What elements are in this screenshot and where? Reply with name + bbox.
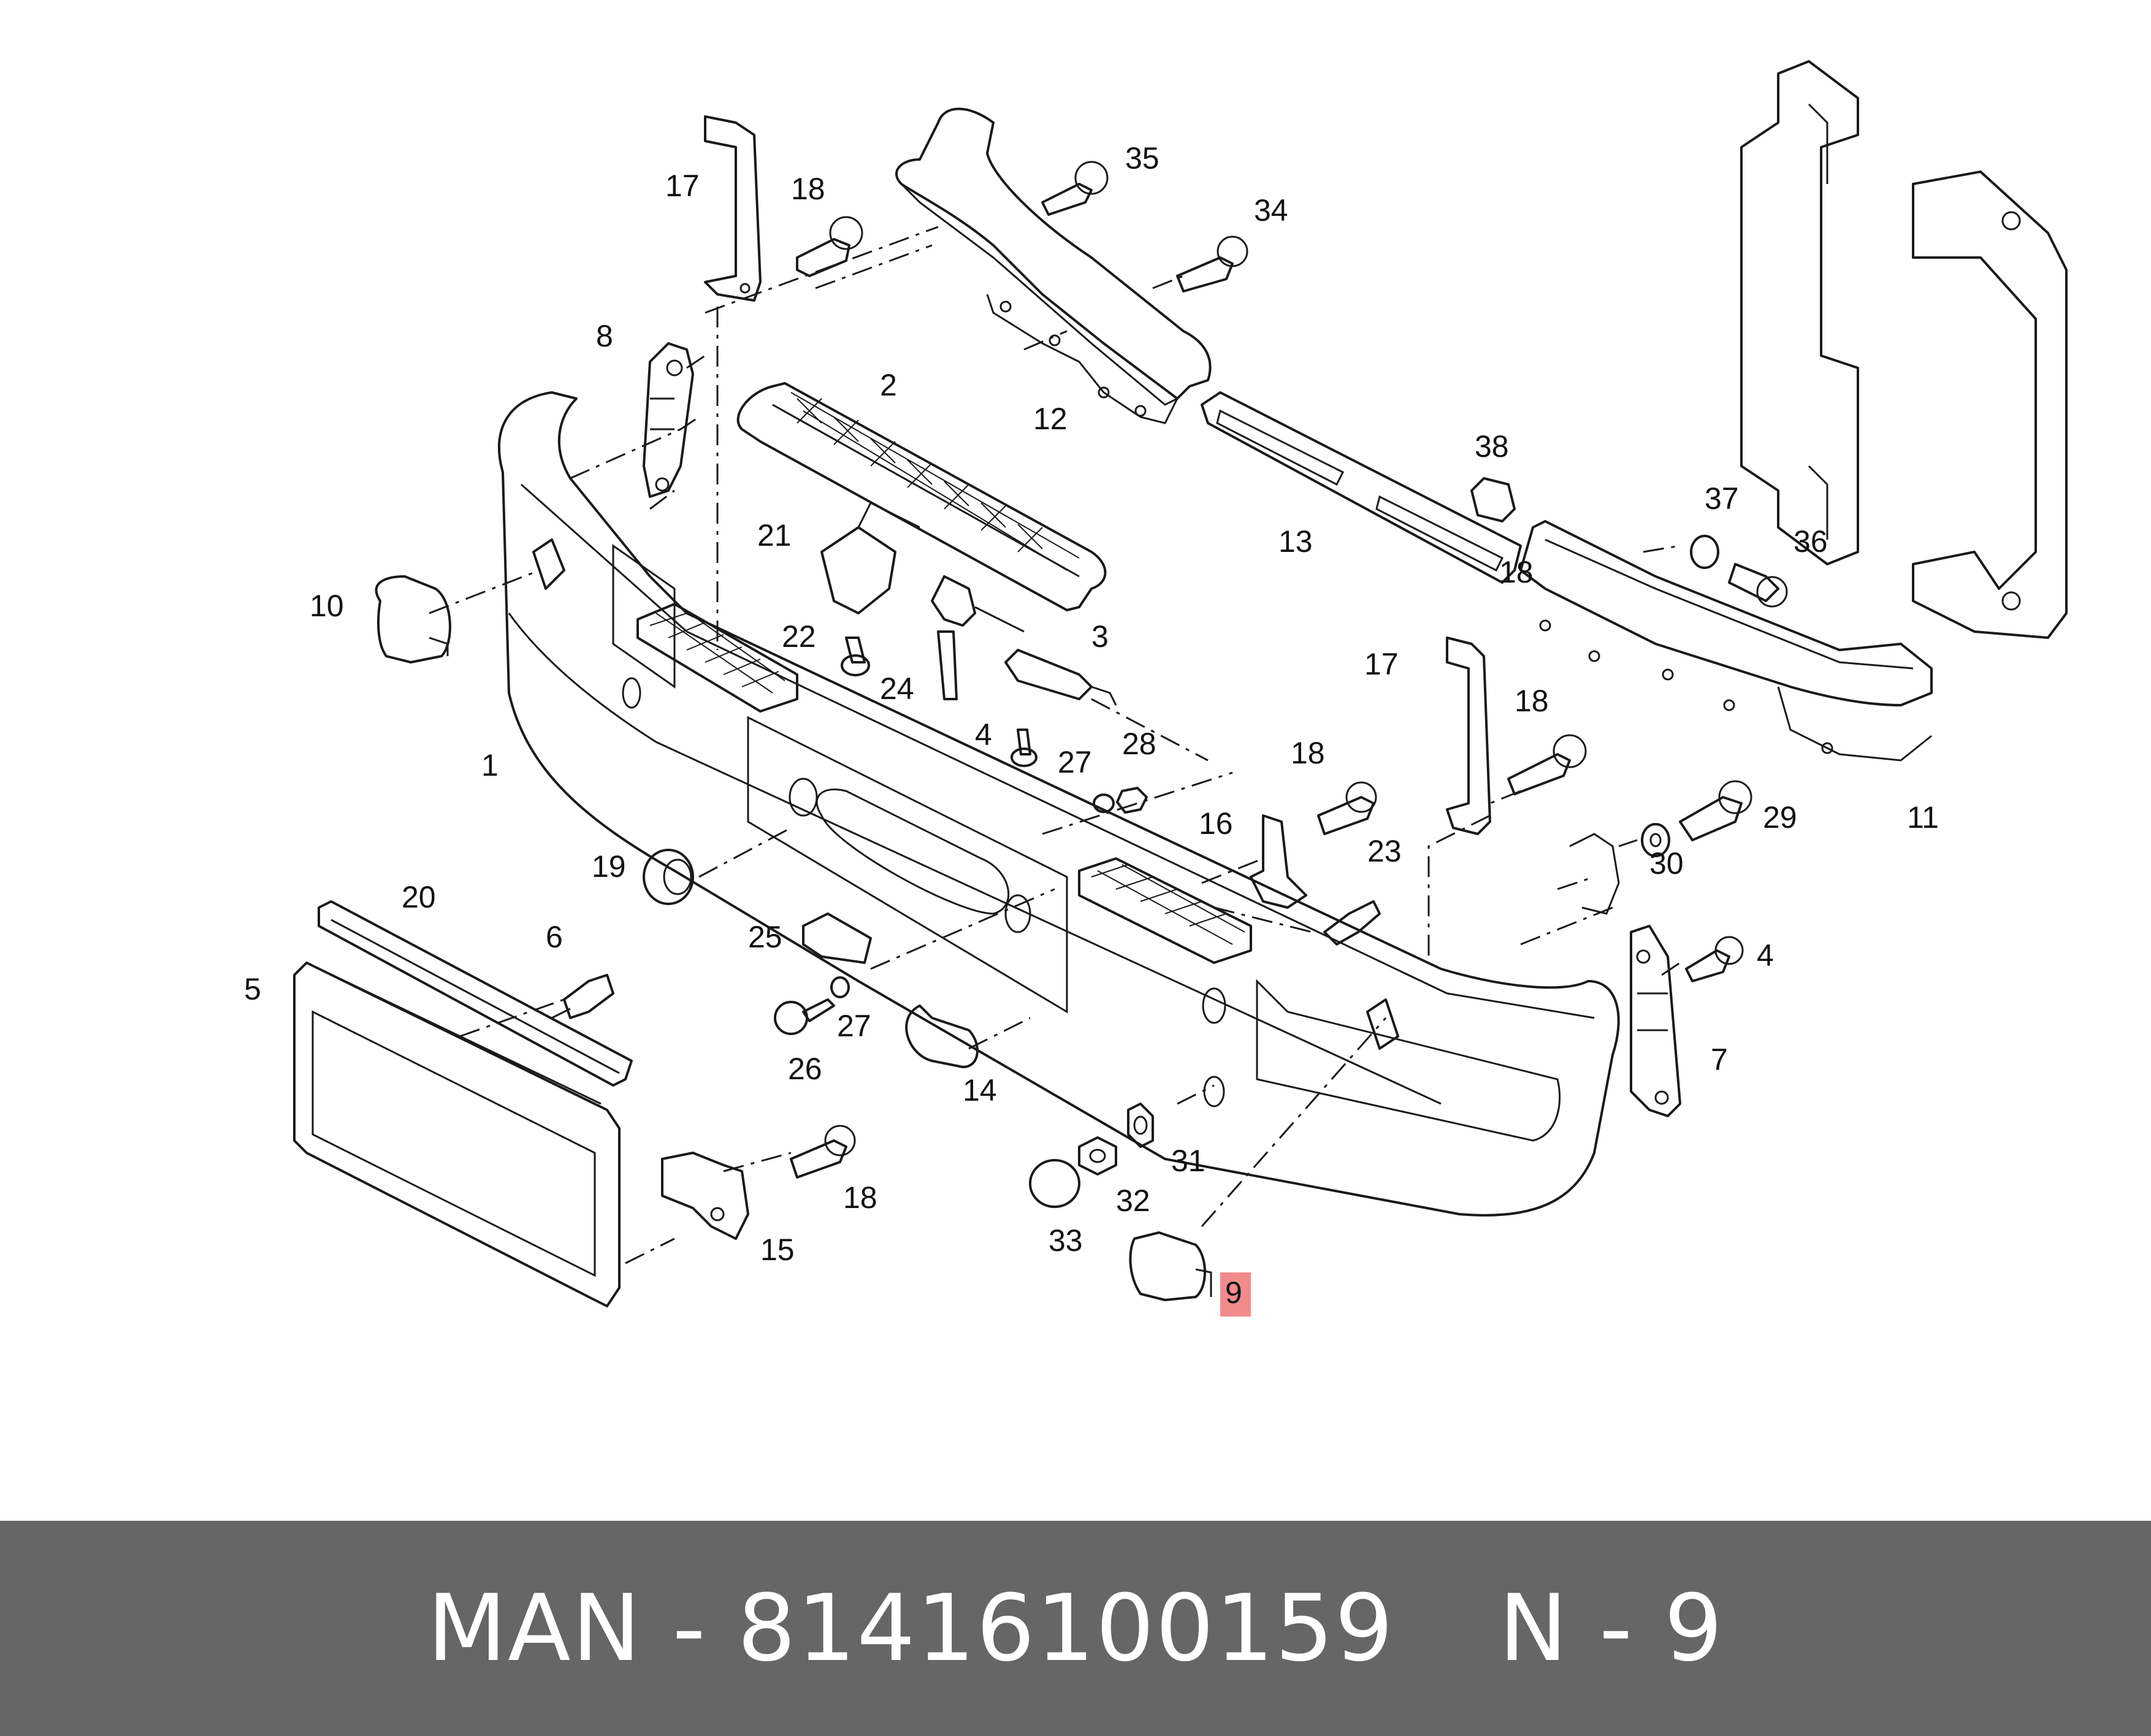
callout-label: 13 — [1278, 524, 1313, 559]
callout-label: 20 — [402, 880, 436, 914]
callout-label: 37 — [1705, 481, 1739, 516]
exploded-parts-diagram: 1 2 3 4 4 5 6 7 8 9 10 11 12 13 14 15 16… — [244, 60, 2068, 1317]
bracket-36 — [1740, 60, 2068, 639]
upper-trim-left — [895, 107, 1212, 424]
strip-20 — [318, 900, 633, 1087]
callout-label: 18 — [1515, 684, 1549, 718]
diagram-reference: N - 9 — [1499, 1575, 1724, 1682]
highlight-box — [1220, 1272, 1251, 1317]
bumper-body — [497, 391, 1620, 1217]
bracket-8 — [643, 342, 694, 498]
upper-trim-right — [1519, 520, 1933, 762]
callout-label: 18 — [791, 172, 825, 206]
bracket-7 — [1630, 925, 1681, 1117]
callout-label: 8 — [596, 319, 613, 353]
callout-label: 30 — [1649, 846, 1684, 881]
callout-label: 15 — [760, 1233, 795, 1267]
callout-label: 5 — [244, 972, 261, 1006]
callout-label: 3 — [1091, 619, 1109, 654]
callout-label: 35 — [1125, 141, 1160, 175]
callout-label: 18 — [1499, 555, 1534, 589]
callout-label-highlighted: 9 — [1225, 1275, 1242, 1310]
callout-label: 10 — [310, 589, 344, 623]
callout-label: 27 — [837, 1009, 871, 1043]
callout-label: 25 — [748, 920, 782, 954]
callout-label: 17 — [665, 169, 700, 203]
callout-label: 1 — [481, 748, 499, 782]
callout-label: 12 — [1033, 402, 1068, 436]
callout-label: 38 — [1475, 429, 1509, 464]
cover-cap-9 — [1129, 1231, 1212, 1301]
callout-label: 18 — [1291, 736, 1325, 770]
fastener-parts — [551, 161, 1788, 1240]
callout-label: 14 — [963, 1073, 997, 1107]
callout-label: 6 — [546, 920, 563, 954]
callout-label: 19 — [592, 849, 626, 884]
callout-label: 7 — [1711, 1042, 1728, 1077]
cover-cap-10 — [375, 575, 451, 663]
callout-label: 18 — [843, 1180, 877, 1215]
part-number-footer: MAN - 81416100159 N - 9 — [0, 1521, 2151, 1736]
callout-label: 27 — [1058, 745, 1092, 779]
step-2 — [736, 382, 1107, 611]
brand-part-number: MAN - 81416100159 — [427, 1575, 1395, 1682]
bracket-17-left — [704, 115, 762, 302]
callout-label: 28 — [1122, 727, 1156, 761]
callout-label: 4 — [1757, 938, 1774, 973]
bumper-step-right — [1078, 857, 1252, 964]
plate-frame-5 — [293, 962, 621, 1307]
callout-label: 16 — [1199, 806, 1233, 841]
callout-label: 2 — [880, 368, 897, 402]
callout-label: 23 — [1367, 834, 1402, 868]
callout-label: 34 — [1254, 193, 1288, 228]
callout-label: 24 — [880, 671, 914, 706]
bumper-step-left — [636, 603, 798, 713]
callout-label: 11 — [1907, 800, 1939, 835]
callout-label: 26 — [788, 1052, 822, 1086]
callout-label: 22 — [782, 619, 816, 654]
leader-lines — [429, 226, 1681, 1264]
callout-label: 33 — [1049, 1223, 1083, 1258]
callout-label: 32 — [1116, 1183, 1150, 1218]
grille-strip-13 — [1201, 391, 1522, 584]
bracket-17-right — [1446, 637, 1491, 835]
callout-label: 4 — [975, 717, 992, 752]
callout-label: 31 — [1171, 1144, 1205, 1178]
callout-label: 29 — [1763, 800, 1797, 835]
callout-label: 36 — [1794, 524, 1828, 559]
callout-label: 21 — [757, 518, 792, 553]
callout-labels: 1 2 3 4 4 5 6 7 8 9 10 11 12 13 14 15 16… — [244, 141, 1939, 1317]
callout-label: 17 — [1364, 647, 1399, 681]
